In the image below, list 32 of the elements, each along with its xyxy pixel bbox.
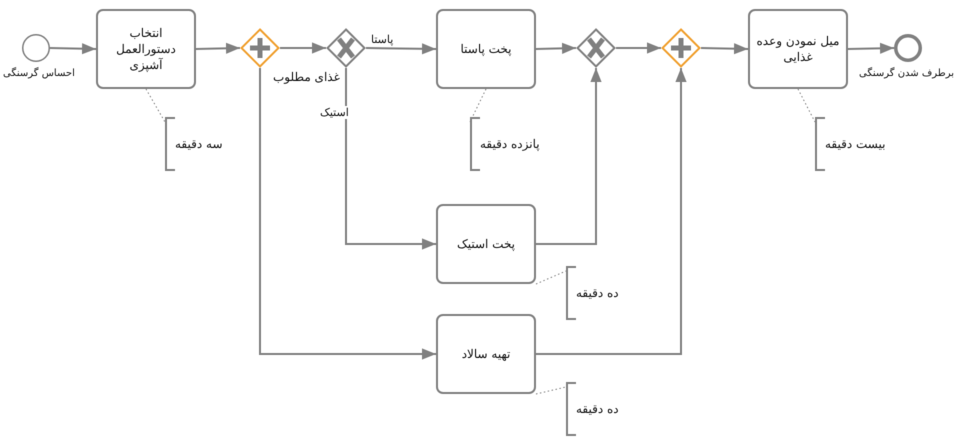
association-line bbox=[470, 88, 486, 122]
arrow bbox=[700, 43, 748, 54]
arrow bbox=[366, 43, 436, 54]
task-box: پخت استیک bbox=[436, 204, 536, 284]
association-line bbox=[146, 88, 166, 122]
arrow bbox=[50, 43, 96, 54]
association-line bbox=[536, 270, 566, 284]
association-line bbox=[536, 386, 566, 394]
event-label: احساس گرسنگی bbox=[2, 68, 76, 80]
arrow bbox=[345, 68, 436, 250]
text-annotation: ده دقیقه bbox=[566, 384, 646, 434]
gateway-label: غذای مطلوب bbox=[272, 70, 341, 84]
arrow bbox=[259, 68, 436, 360]
arrow bbox=[196, 42, 240, 54]
task-box: میل نمودن وعده غذایی bbox=[748, 9, 848, 89]
event-label: برطرف شدن گرسنگی bbox=[858, 68, 956, 80]
text-annotation: بیست دقیقه bbox=[815, 119, 905, 169]
task-box: پخت پاستا bbox=[436, 9, 536, 89]
edge-label: پاستا bbox=[370, 33, 394, 46]
task-box: تهیه سالاد bbox=[436, 314, 536, 394]
arrow bbox=[280, 42, 326, 54]
arrow bbox=[536, 68, 687, 355]
arrow bbox=[848, 42, 894, 54]
text-annotation: ده دقیقه bbox=[566, 268, 646, 318]
association-line bbox=[798, 88, 816, 122]
task-box: انتخاب دستورالعمل آشپزی bbox=[96, 9, 196, 89]
text-annotation: سه دقیقه bbox=[165, 119, 245, 169]
arrow bbox=[536, 68, 602, 245]
text-annotation: پانزده دقیقه bbox=[470, 119, 560, 169]
arrow bbox=[536, 42, 576, 54]
arrow bbox=[616, 42, 661, 54]
edge-label: استیک bbox=[319, 106, 350, 120]
